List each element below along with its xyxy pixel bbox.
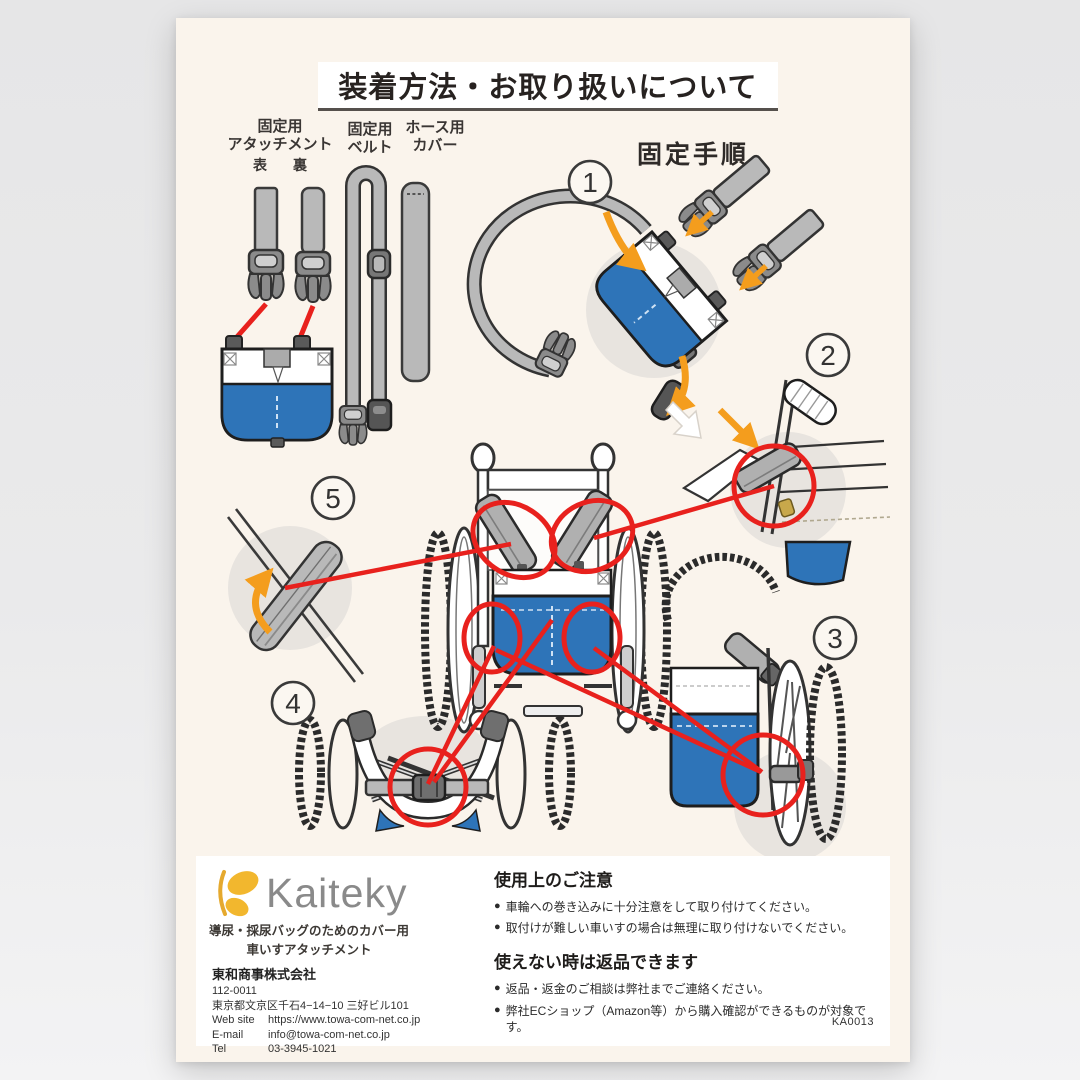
returns-heading: 使えない時は返品できます	[494, 953, 698, 973]
attachment-to-bag-pointer	[297, 305, 316, 339]
fixing-attachment-back-illustration	[294, 186, 332, 304]
step-2-marker: 2	[820, 340, 836, 371]
notice-item: ● 取付けが難しい車いすの場合は無理に取り付けないでください。	[494, 921, 854, 936]
returns-item: ● 返品・返金のご相談は弊社までご連絡ください。	[494, 982, 770, 997]
step5-illustration	[226, 508, 365, 683]
procedure-heading: 固定手順	[636, 141, 749, 169]
incoming-clip-strap	[727, 208, 825, 297]
company-name: 東和商事株式会社	[212, 967, 317, 982]
email-row: E-mail info@towa-com-net.co.jp	[212, 1028, 390, 1041]
fixing-belt-illustration	[338, 165, 393, 446]
orange-arrow	[685, 209, 714, 237]
instruction-sheet: 装着方法・お取り扱いについて 固定用 アタッチメント 表 裏 固定用 ベルト ホ…	[176, 18, 910, 1062]
usage-notes: 使用上のご注意 ● 車輪への巻き込みに十分注意をして取り付けてください。 ● 取…	[494, 866, 882, 1047]
hose-cover-illustration	[400, 181, 431, 383]
page-title-box: 装着方法・お取り扱いについて	[318, 62, 778, 111]
postal-code: 112-0011	[212, 985, 257, 997]
step-1-marker: 1	[582, 167, 598, 198]
orange-arrow	[602, 210, 647, 272]
orange-arrow	[717, 407, 760, 450]
notice-heading: 使用上のご注意	[494, 871, 613, 890]
installation-diagram: 1 2 3 4 5	[220, 154, 891, 856]
label-attachment-front: 表	[253, 157, 267, 173]
notice-list: ● 車輪への巻き込みに十分注意をして取り付けてください。 ● 取付けが難しい車い…	[494, 899, 882, 936]
tel-row: Tel 03-3945-1021	[212, 1043, 337, 1056]
label-attachment-back: 裏	[293, 157, 307, 173]
returns-item: ● 弊社ECショップ（Amazon等）から購入確認ができるものが対象です。	[494, 1003, 867, 1034]
step-markers: 1 2 3 4 5	[270, 159, 858, 726]
page-title: 装着方法・お取り扱いについて	[338, 72, 758, 104]
step-4-marker: 4	[285, 688, 301, 719]
website-url: https://www.towa-com-net.co.jp	[268, 1014, 421, 1027]
document-code: KA0013	[831, 1016, 874, 1028]
wheelchair-rear-view-illustration	[421, 442, 671, 734]
email-address: info@towa-com-net.co.jp	[268, 1028, 390, 1041]
company-contact: 112-0011 東京都文京区千石4−14−10 三好ビル101 Web sit…	[212, 984, 420, 1057]
label-fixing-attachment: 固定用 アタッチメント 表 裏	[227, 118, 333, 173]
step2-illustration	[661, 378, 891, 622]
orange-arrow	[244, 567, 274, 635]
step-5-marker: 5	[325, 483, 341, 514]
step3-illustration	[669, 632, 846, 847]
kaiteky-butterfly-logo-icon	[218, 870, 259, 917]
step4-illustration	[295, 710, 575, 832]
website-row: Web site https://www.towa-com-net.co.jp	[212, 1014, 421, 1027]
brand-logo: Kaiteky	[210, 868, 407, 920]
tel-number: 03-3945-1021	[268, 1043, 337, 1056]
attachment-to-bag-pointer	[234, 302, 268, 340]
fixing-attachment-front-illustration	[247, 186, 285, 302]
product-description: 導尿・採尿バッグのためのカバー用 車いすアタッチメント	[208, 924, 409, 957]
notice-item: ● 車輪への巻き込みに十分注意をして取り付けてください。	[494, 900, 817, 914]
label-fixing-belt: 固定用 ベルト	[347, 121, 393, 156]
white-arrow	[664, 400, 702, 439]
footer-panel: Kaiteky 導尿・採尿バッグのためのカバー用 車いすアタッチメント 東和商事…	[196, 856, 890, 1055]
red-highlight-circles	[387, 443, 817, 828]
brand-name: Kaiteky	[266, 870, 408, 916]
label-hose-cover: ホース用 カバー	[405, 119, 465, 154]
step1-illustration	[466, 154, 825, 421]
step-3-marker: 3	[827, 623, 843, 654]
incoming-clip-strap	[673, 154, 771, 243]
orange-arrow	[739, 263, 768, 291]
returns-list: ● 返品・返金のご相談は弊社までご連絡ください。 ● 弊社ECショップ（Amaz…	[494, 981, 882, 1035]
cover-bag-illustration	[220, 335, 334, 448]
company-address: 東京都文京区千石4−14−10 三好ビル101	[212, 999, 409, 1012]
